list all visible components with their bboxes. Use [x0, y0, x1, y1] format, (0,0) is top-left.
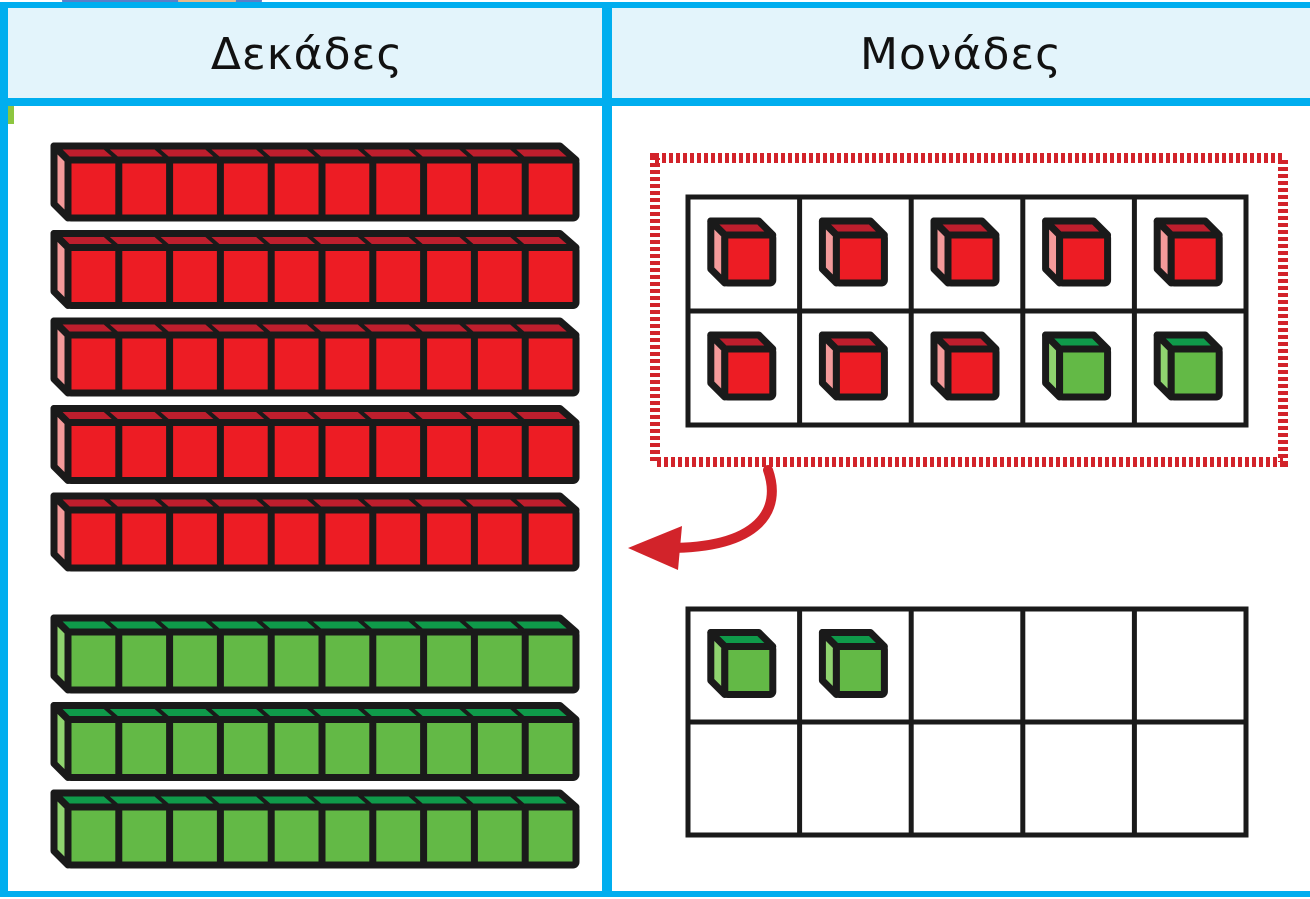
- red-unit-cube: [1153, 217, 1223, 287]
- green-ten-rod: [50, 702, 580, 781]
- red-unit-cube: [707, 331, 777, 401]
- table-border-header: [0, 98, 1310, 106]
- green-unit-cube: [1042, 331, 1112, 401]
- table-border-bottom: [0, 891, 1310, 897]
- red-ten-rod: [50, 492, 580, 572]
- regroup-dashed-box: [650, 153, 1288, 467]
- table-border-top: [0, 2, 1310, 8]
- red-ten-rod: [50, 142, 580, 222]
- green-unit-cube: [707, 629, 777, 698]
- column-divider: [602, 2, 612, 897]
- green-unit-cube: [818, 629, 888, 698]
- red-unit-cube: [818, 217, 888, 287]
- red-unit-cube: [930, 331, 1000, 401]
- red-ten-rod: [50, 405, 580, 484]
- tens-header: Δεκάδες: [8, 8, 606, 100]
- ones-header: Μονάδες: [612, 8, 1310, 100]
- green-ten-rod: [50, 614, 580, 694]
- green-ten-rod: [50, 789, 580, 869]
- red-ten-rod: [50, 230, 580, 309]
- red-unit-cube: [818, 331, 888, 401]
- red-unit-cube: [1042, 217, 1112, 287]
- green-unit-cube: [1153, 331, 1223, 401]
- table-border-left: [0, 2, 8, 897]
- regroup-arrow-head: [628, 526, 682, 570]
- regroup-arrow: [663, 465, 777, 553]
- red-unit-cube: [930, 217, 1000, 287]
- red-ten-rod: [50, 317, 580, 397]
- red-unit-cube: [707, 217, 777, 287]
- ones-ten-frame-bottom: [685, 606, 1249, 838]
